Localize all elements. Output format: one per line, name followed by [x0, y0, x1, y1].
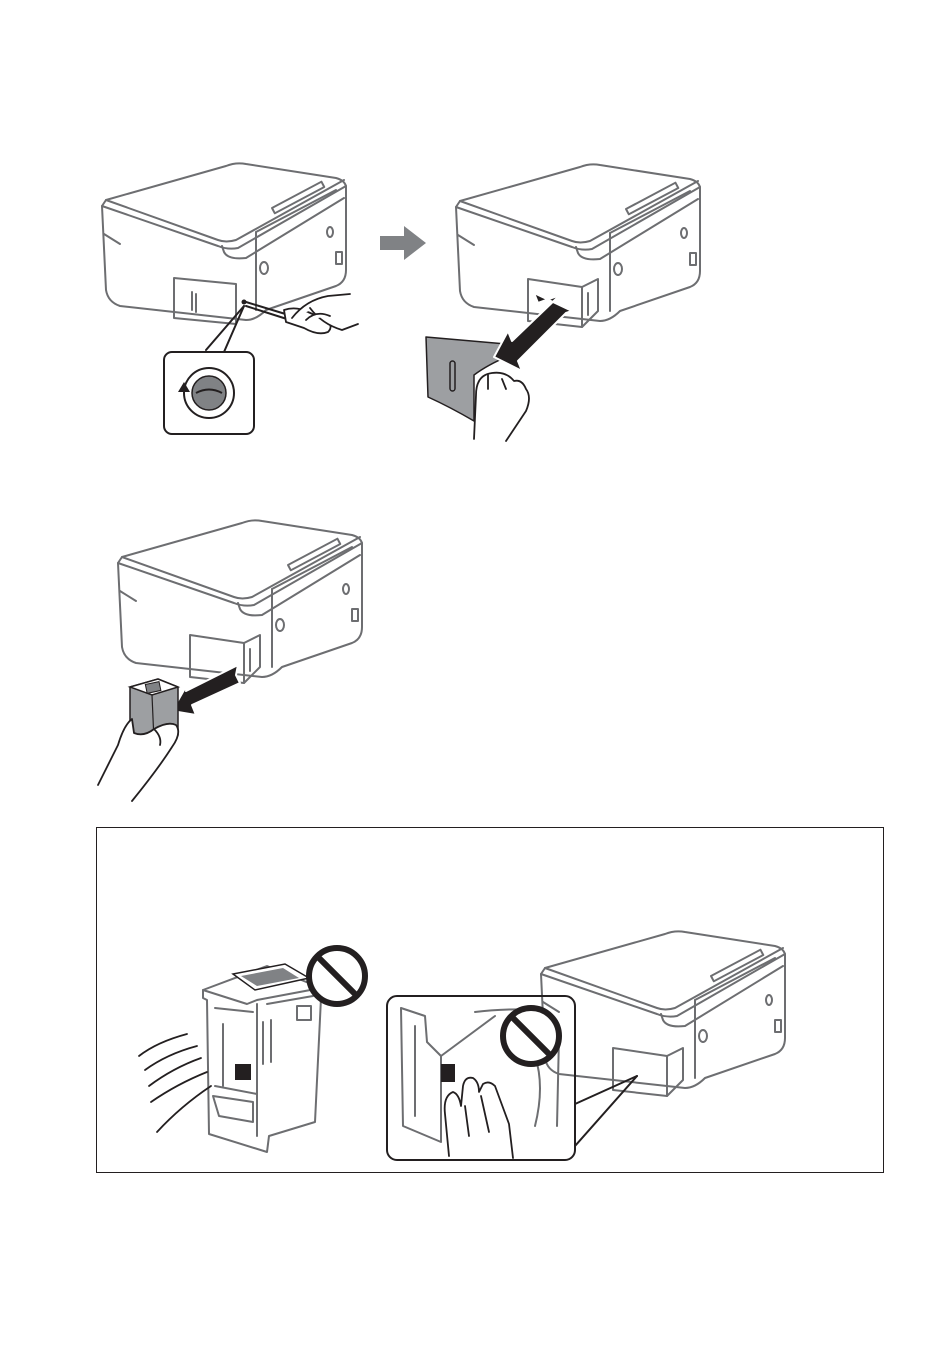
figure-do-not-touch-printer — [385, 936, 785, 1166]
figure-step-remove-maintenance-box — [96, 515, 376, 805]
rotate-counterclockwise-icon — [178, 368, 234, 418]
prohibited-icon — [503, 1008, 559, 1064]
printer-icon — [385, 936, 785, 1166]
notice-box — [96, 827, 884, 1173]
prohibited-icon — [309, 948, 365, 1004]
figure-do-not-touch-box — [137, 946, 377, 1146]
hand-icon — [139, 1034, 211, 1132]
hand-icon — [474, 373, 529, 441]
printer-icon — [410, 175, 710, 445]
figure-step-remove-cover — [410, 175, 710, 445]
pull-arrow-icon — [172, 665, 240, 715]
printer-icon — [96, 515, 376, 805]
maintenance-box-icon — [137, 946, 377, 1146]
printer-icon — [96, 160, 366, 440]
hand-icon — [445, 1078, 513, 1158]
figure-step-unscrew-cover — [96, 160, 366, 440]
